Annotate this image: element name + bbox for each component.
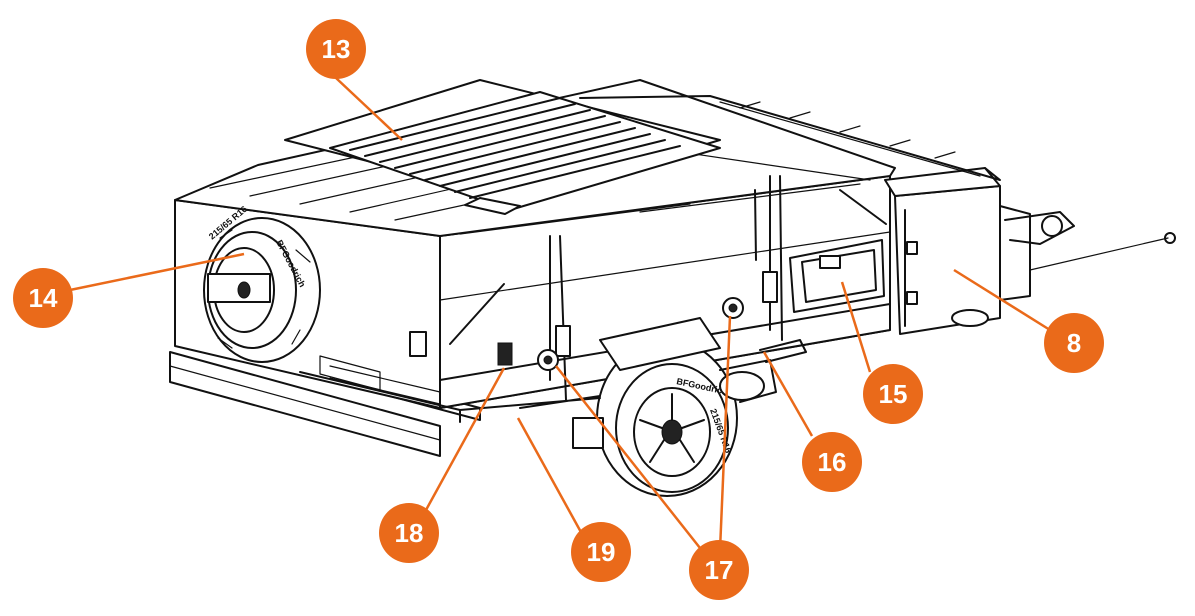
callout-18: 18 <box>379 503 439 563</box>
callout-8-label: 8 <box>1067 328 1081 358</box>
callout-16: 16 <box>802 432 862 492</box>
leader-18 <box>424 367 506 511</box>
callout-17: 17 <box>689 540 749 600</box>
callout-15: 15 <box>863 364 923 424</box>
callout-8: 8 <box>1044 313 1104 373</box>
access-hatch <box>789 239 885 313</box>
callout-18-label: 18 <box>395 518 424 548</box>
rear-spare-wheel: BFGoodrich 215/65 R16 <box>203 204 321 363</box>
leader-19 <box>516 417 584 535</box>
callout-17-label: 17 <box>705 555 734 585</box>
callout-15-label: 15 <box>879 379 908 409</box>
leader-17b <box>718 315 732 551</box>
leader-15 <box>840 281 872 373</box>
fittings <box>537 297 744 371</box>
rack-slats <box>349 97 681 199</box>
callout-16-label: 16 <box>818 447 847 477</box>
leader-13 <box>335 77 403 141</box>
callout-14-label: 14 <box>29 283 58 313</box>
roof-rack <box>284 79 1001 215</box>
callout-13: 13 <box>306 19 366 79</box>
gas-struts <box>449 175 887 401</box>
callout-13-label: 13 <box>322 34 351 64</box>
front-storage-box <box>884 167 1176 335</box>
callout-19: 19 <box>571 522 631 582</box>
callout-14: 14 <box>13 268 73 328</box>
leader-16 <box>762 351 814 437</box>
leader-17a <box>555 365 701 549</box>
leader-lines <box>69 77 1051 551</box>
main-wheel: BFGoodrich 215/65 R16 <box>572 317 807 497</box>
leader-8 <box>953 268 1051 332</box>
chassis <box>299 355 601 423</box>
callout-19-label: 19 <box>587 537 616 567</box>
leader-14 <box>69 252 245 292</box>
